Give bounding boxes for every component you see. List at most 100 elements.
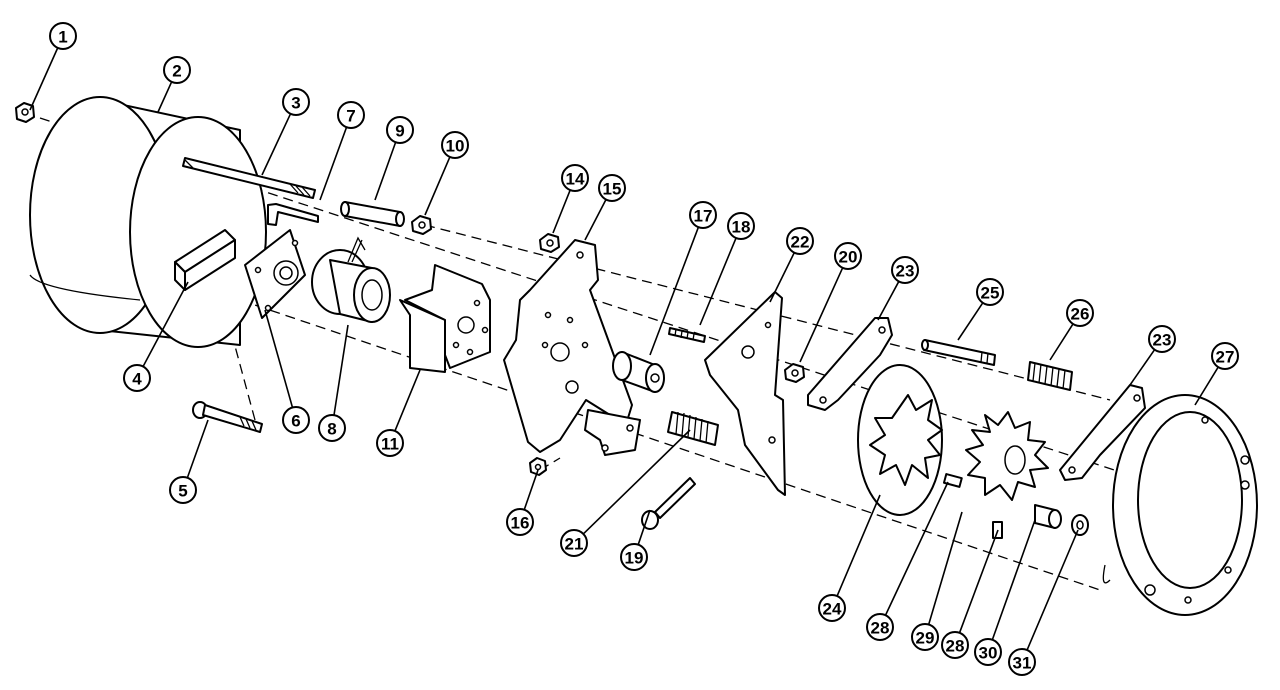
callout-6: 6: [264, 309, 310, 434]
part-gear: [965, 411, 1049, 501]
callout-circle: [386, 116, 414, 144]
callout-5: 5: [169, 419, 209, 504]
part-link-arm: [584, 409, 641, 456]
callout-number: 2: [172, 62, 181, 81]
callout-1: 1: [29, 22, 77, 111]
callout-3: 3: [261, 88, 310, 176]
callout-23: 23: [1129, 325, 1176, 386]
callout-leader-line: [991, 519, 1036, 641]
callout-leader-line: [699, 237, 737, 326]
callout-18: 18: [699, 212, 755, 326]
part-nut-20: [784, 363, 805, 383]
callout-leader-line: [157, 81, 173, 113]
callout-circle: [163, 56, 191, 84]
callout-leader-line: [142, 281, 189, 367]
callout-number: 6: [291, 412, 300, 431]
callout-number: 26: [1071, 305, 1090, 324]
callout-circle: [49, 22, 77, 50]
callout-number: 20: [839, 248, 858, 267]
callout-9: 9: [374, 116, 414, 201]
callout-8: 8: [318, 324, 349, 442]
part-flange: [1102, 394, 1258, 616]
callout-21: 21: [560, 429, 691, 557]
callout-number: 9: [395, 122, 404, 141]
callout-circle: [337, 101, 365, 129]
callout-circle: [727, 212, 755, 240]
callout-number: 22: [791, 233, 810, 252]
callout-number: 25: [981, 284, 1000, 303]
callout-10: 10: [424, 131, 469, 216]
callout-26: 26: [1049, 299, 1094, 361]
callout-16: 16: [506, 469, 539, 536]
callout-number: 27: [1216, 348, 1235, 367]
part-spring-26: [1027, 361, 1073, 391]
part-star-disc: [857, 364, 943, 516]
callout-circle: [376, 429, 404, 457]
callout-number: 1: [58, 28, 67, 47]
part-hex-key: [267, 203, 319, 226]
part-spacer: [340, 201, 405, 227]
callout-leader-line: [552, 189, 571, 234]
callout-number: 23: [896, 262, 915, 281]
callout-number: 30: [979, 644, 998, 663]
callout-circle: [689, 201, 717, 229]
part-bolt: [192, 401, 263, 433]
callout-circle: [866, 613, 894, 641]
callout-number: 11: [381, 435, 399, 454]
callout-30: 30: [974, 519, 1036, 666]
callout-22: 22: [769, 227, 814, 303]
callout-number: 14: [566, 170, 585, 189]
part-long-stud: [182, 157, 316, 199]
part-arm-23b: [1059, 384, 1146, 481]
callout-leader-line: [637, 509, 651, 545]
callout-number: 28: [871, 619, 890, 638]
part-plunger: [612, 351, 665, 393]
callout-leader-line: [582, 429, 691, 535]
part-bracket: [399, 264, 491, 373]
part-nut-14: [539, 233, 560, 253]
callout-leader-line: [799, 267, 844, 363]
callout-circle: [818, 594, 846, 622]
callout-circle: [1211, 342, 1239, 370]
callout-number: 7: [346, 107, 355, 126]
callout-4: 4: [123, 281, 189, 392]
callout-leader-line: [1194, 366, 1219, 406]
callout-circle: [169, 476, 197, 504]
callout-15: 15: [584, 174, 626, 241]
callout-number: 10: [446, 137, 465, 156]
callout-circle: [834, 242, 862, 270]
part-setscrew-28a: [942, 473, 963, 488]
callout-leader-line: [957, 302, 984, 341]
callout-number: 15: [603, 180, 622, 199]
callout-leader-line: [836, 494, 881, 597]
part-nut-10: [411, 215, 432, 235]
callout-27: 27: [1194, 342, 1239, 406]
part-stud-18: [668, 327, 706, 343]
callout-2: 2: [157, 56, 191, 113]
callout-14: 14: [552, 164, 589, 234]
part-pin-25: [921, 339, 996, 366]
callout-20: 20: [799, 242, 862, 363]
callout-circle: [506, 508, 534, 536]
callout-leader-line: [584, 199, 607, 241]
callout-circle: [441, 131, 469, 159]
part-main-plate: [503, 239, 633, 453]
callout-circle: [786, 227, 814, 255]
callout-25: 25: [957, 278, 1004, 341]
part-washer: [1071, 514, 1089, 536]
part-screw-16: [529, 457, 547, 476]
part-bolt-19: [641, 477, 696, 530]
callout-leader-line: [424, 156, 451, 216]
callout-leader-line: [29, 47, 59, 111]
callout-number: 28: [946, 637, 965, 656]
callout-leader-line: [319, 126, 348, 201]
callout-number: 5: [178, 482, 187, 501]
callout-leader-line: [333, 324, 349, 416]
callout-28: 28: [866, 481, 949, 641]
callout-leader-line: [1049, 323, 1074, 361]
callout-24: 24: [818, 494, 881, 622]
part-nut-1: [15, 102, 35, 123]
callout-number: 3: [291, 94, 300, 113]
